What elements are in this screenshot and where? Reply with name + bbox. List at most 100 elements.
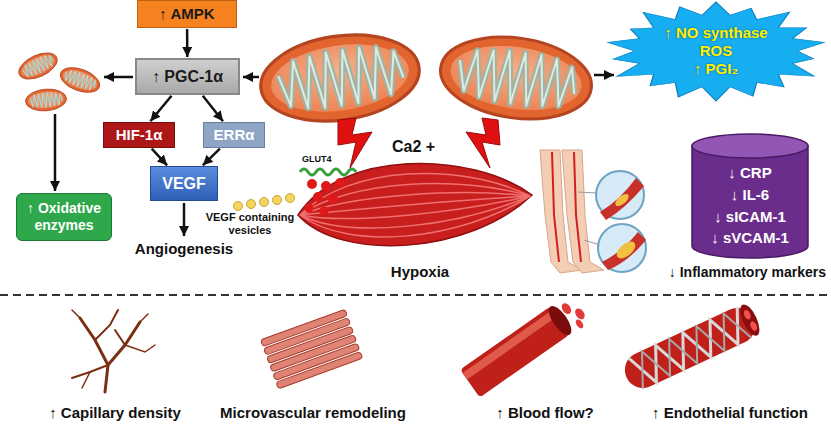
- process-box: ↑ PGC-1α: [135, 58, 240, 95]
- divider: [0, 294, 831, 296]
- legs-part: [578, 192, 596, 193]
- factor-box: HIF-1α: [103, 122, 175, 148]
- muscle-bundle: [260, 309, 362, 389]
- arrow-part: [54, 114, 57, 191]
- small-mitochondria: [15, 48, 103, 113]
- glut4-transporter-part-part: [320, 207, 329, 216]
- blood-vessel: [460, 293, 590, 399]
- vegf-vesicles: [234, 194, 295, 211]
- legs-part: [613, 192, 630, 208]
- muscle-part-part: [300, 184, 530, 215]
- text-label: ↑ Capillary density: [20, 404, 210, 422]
- glut4-transporter-part-part: [335, 178, 345, 188]
- legs-part: [600, 178, 644, 220]
- legs-part: [614, 238, 639, 261]
- mitochondrion: [255, 25, 597, 130]
- cylinder-body: [692, 146, 808, 258]
- muscle-part: [300, 173, 530, 237]
- vegf-vesicles-part: [247, 200, 256, 209]
- legs-part: [598, 224, 646, 272]
- node-text: ↓ sVCAM-1: [696, 227, 804, 249]
- capillary-network-part: [108, 322, 140, 365]
- factor-box: ERRα: [203, 122, 265, 148]
- capillary-network-part: [72, 310, 80, 318]
- capillary-network-part: [125, 345, 155, 352]
- connector-arrow: [203, 96, 223, 121]
- mitochondrion-part: [435, 28, 597, 128]
- glut4-transporter: [300, 169, 356, 216]
- small-mitochondria-part: [57, 63, 103, 97]
- small-mitochondria-part: [15, 48, 61, 85]
- node-text: VEGF: [155, 174, 213, 193]
- connector-arrow: [150, 96, 171, 121]
- capillary-network-part: [115, 330, 125, 345]
- lightning-bolt-part: [338, 118, 372, 168]
- blood-vessel-part: [573, 307, 586, 321]
- node-text: ROS: [612, 42, 820, 60]
- lightning-bolt-part: [466, 118, 500, 168]
- node-text: ↑ AMPK: [142, 5, 232, 23]
- muscle: [298, 163, 532, 245]
- capillary-network-part: [95, 310, 118, 340]
- glut4-transporter-part-part: [313, 192, 323, 202]
- node-text: ↓ sICAM-1: [696, 206, 804, 228]
- stented-artery-part: [749, 320, 759, 332]
- node-text: ↓ CRP: [696, 162, 804, 184]
- stented-artery: [619, 301, 764, 394]
- text-label: VEGF containing vesicles: [200, 211, 300, 237]
- vegf-vesicles-part: [273, 196, 282, 205]
- stented-artery-part: [628, 307, 751, 389]
- vegf-vesicles-part: [260, 198, 269, 207]
- text-label: ↓ Inflammatory markers: [636, 264, 826, 281]
- arrow-part: [243, 76, 259, 79]
- glut4-transporter-part-part: [305, 204, 314, 213]
- text-label: Ca2 +: [392, 137, 448, 156]
- starburst-shape: [608, 2, 825, 101]
- node-text: ↑ Oxidative enzymes: [21, 200, 107, 234]
- glut4-transporter-part-part: [321, 181, 331, 191]
- stented-artery-part: [619, 302, 761, 394]
- text-label: Angiogenesis: [110, 240, 258, 258]
- text-label: ↑ Blood flow?: [470, 404, 620, 422]
- connector-arrow: [186, 29, 189, 57]
- capillary-network: [72, 310, 155, 392]
- muscle-part: [298, 163, 532, 245]
- starburst: ↑ NO synthaseROS↑ PGI₂: [606, 2, 826, 100]
- node-text: ↑ NO synthase: [612, 24, 820, 42]
- node-text: ↑ PGC-1α: [141, 67, 234, 86]
- blood-vessel-part: [462, 310, 557, 380]
- arrow-part: [594, 74, 614, 77]
- stented-artery-part: [736, 302, 763, 339]
- growth-factor-box: VEGF: [150, 166, 218, 201]
- node-text: ERRα: [207, 126, 261, 144]
- glut4-transporter-part-part: [307, 179, 317, 189]
- connector-arrow: [152, 149, 167, 166]
- text-label: GLUT4: [302, 154, 336, 165]
- connector-arrow: [203, 149, 220, 166]
- cylinder-top: [692, 134, 808, 158]
- signal-box: ↑ AMPK: [137, 0, 237, 28]
- capillary-network-part: [80, 318, 108, 392]
- node-text: ↓ IL-6: [696, 184, 804, 206]
- mitochondrion-part: [255, 25, 425, 130]
- arrow: [55, 75, 614, 236]
- text-label: Hypoxia: [370, 263, 470, 281]
- node-text: HIF-1α: [107, 126, 171, 144]
- legs-part: [552, 152, 559, 262]
- legs: [540, 150, 646, 273]
- vegf-vesicles-part: [234, 202, 243, 211]
- arrow-part: [104, 76, 133, 79]
- blood-vessel-part: [560, 301, 573, 315]
- blood-vessel-part: [574, 318, 585, 330]
- marker-cylinder: ↓ CRP↓ IL-6↓ sICAM-1↓ sVCAM-1: [690, 132, 810, 260]
- node-text: ↑ PGI₂: [612, 60, 820, 78]
- legs-part: [596, 171, 644, 219]
- text-label: Microvascular remodeling: [198, 404, 428, 422]
- legs-part: [602, 232, 646, 270]
- glut4-transporter-part: [305, 178, 346, 216]
- vegf-vesicles-part: [286, 194, 295, 203]
- capillary-network-part: [82, 372, 90, 388]
- stented-artery-part: [742, 309, 752, 321]
- legs-part: [562, 150, 604, 273]
